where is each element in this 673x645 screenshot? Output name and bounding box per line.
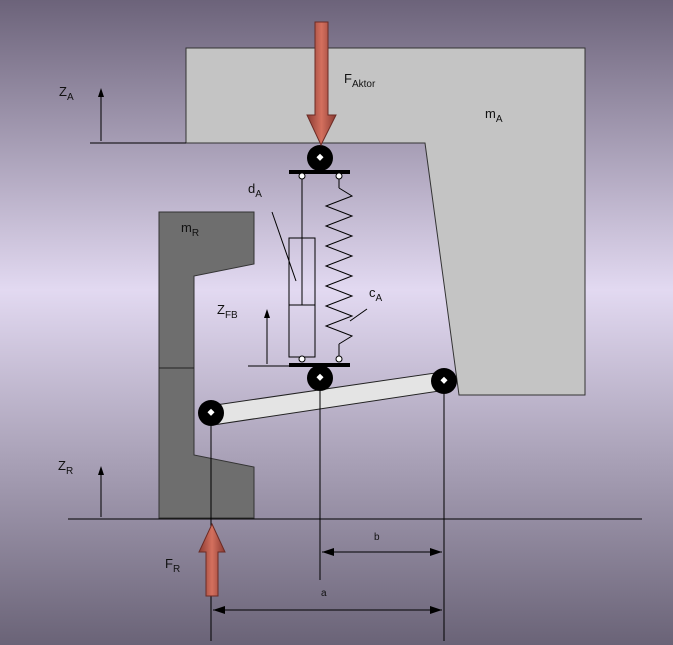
z-a-arrow [98, 88, 104, 141]
bottom-plate [289, 363, 350, 367]
mass-r-body [158, 211, 255, 519]
label-c-a: cA [369, 285, 383, 304]
label-a: a [321, 588, 327, 599]
top-plate [289, 170, 350, 174]
label-d-a: dA [248, 181, 262, 200]
z-fb-arrow [264, 309, 270, 364]
label-z-fb: ZFB [217, 302, 238, 321]
spring [324, 172, 354, 363]
dimension-b [322, 548, 442, 556]
joint-right [431, 368, 457, 394]
label-f-r: FR [165, 556, 180, 575]
f-r-arrow [198, 522, 226, 597]
c-a-pointer-line [349, 308, 368, 322]
label-b: b [374, 532, 380, 543]
label-z-a: ZA [59, 84, 74, 103]
dimension-a [213, 606, 442, 614]
damper [288, 172, 316, 363]
label-f-aktor: FAktor [344, 71, 376, 90]
joint-top [307, 145, 333, 171]
label-m-r: mR [181, 220, 199, 239]
d-a-pointer-line [271, 211, 297, 282]
label-m-a: mA [485, 106, 503, 125]
f-aktor-arrow [306, 21, 337, 147]
z-r-arrow [98, 466, 104, 517]
label-z-r: ZR [58, 458, 73, 477]
joint-middle [307, 365, 333, 391]
joint-left [198, 400, 224, 426]
